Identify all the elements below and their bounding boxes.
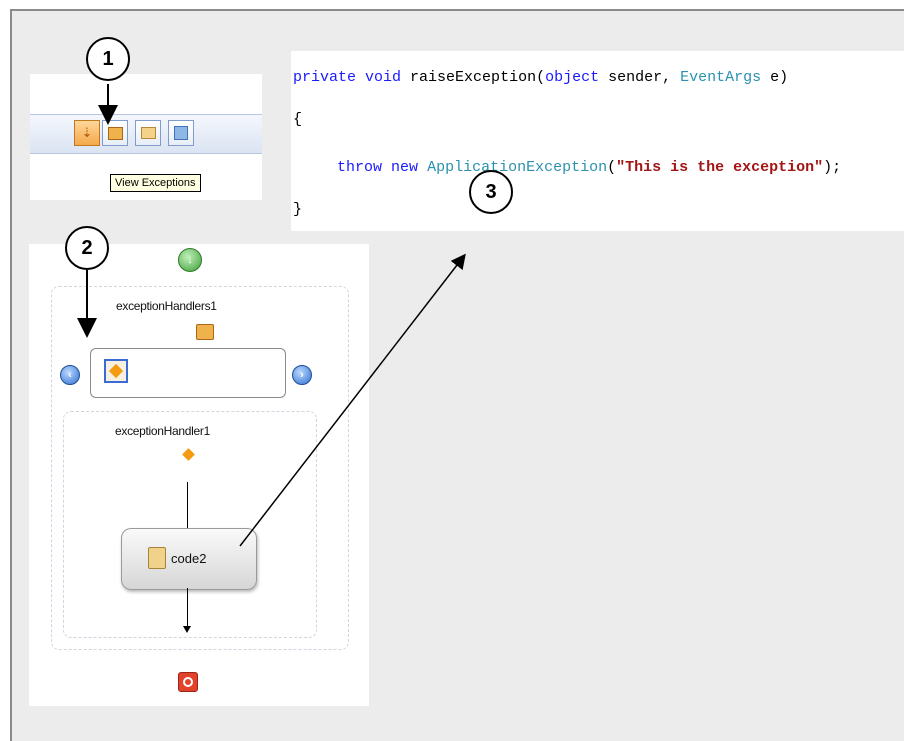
view-workflow-button[interactable]: ⇣ [74, 120, 100, 146]
view-fault-handlers-button[interactable] [168, 120, 194, 146]
start-icon: ↓ [178, 248, 202, 272]
exception-handlers-label: exceptionHandlers1 [116, 299, 217, 313]
code-activity-label: code2 [171, 551, 207, 566]
workflow-designer: ↓ exceptionHandlers1 ‹ › exceptionHandle… [29, 244, 369, 706]
code-token: ( [607, 159, 617, 176]
exception-handler-label: exceptionHandler1 [115, 424, 210, 438]
exception-handler-group[interactable]: exceptionHandler1 [63, 411, 317, 638]
code-token: ApplicationException [427, 159, 608, 176]
code-token: private [293, 69, 357, 86]
code-line-throw: throw new ApplicationException("This is … [337, 159, 841, 176]
fault-handlers-icon [174, 126, 188, 140]
code-token: e) [761, 69, 789, 86]
code-token: throw [337, 159, 383, 176]
selected-handler-item[interactable] [104, 359, 128, 383]
code-token: object [545, 69, 600, 86]
code-token: void [365, 69, 402, 86]
cancel-handler-icon [140, 127, 156, 139]
connector-line [187, 482, 188, 528]
callout-3: 3 [469, 170, 513, 214]
exceptions-icon [107, 126, 123, 140]
code-activity-icon [148, 547, 166, 569]
code-line-close-brace: } [293, 201, 303, 218]
code-token: EventArgs [680, 69, 762, 86]
callout-2: 2 [65, 226, 109, 270]
code-token: ); [823, 159, 842, 176]
callout-1: 1 [86, 37, 130, 81]
exception-handlers-icon [196, 324, 214, 340]
stop-icon [178, 672, 198, 692]
scroll-left-icon[interactable]: ‹ [60, 365, 80, 385]
view-cancel-handler-button[interactable] [135, 120, 161, 146]
code-token: new [391, 159, 419, 176]
code-panel: private void raiseException(object sende… [291, 51, 904, 231]
code-token: "This is the exception" [616, 159, 824, 176]
code-line-signature: private void raiseException(object sende… [293, 69, 788, 86]
connector-line [187, 588, 188, 628]
view-toolbar-panel: ⇣ View Exceptions [30, 74, 262, 200]
callout-3-arrow [239, 253, 466, 547]
handler-selector[interactable] [90, 348, 286, 398]
code-token: raiseException( [401, 69, 546, 86]
exception-handlers-group[interactable]: exceptionHandlers1 [51, 286, 349, 650]
workflow-icon: ⇣ [81, 125, 93, 140]
code-activity[interactable]: code2 [121, 528, 257, 590]
scroll-right-icon[interactable]: › [292, 365, 312, 385]
code-line-open-brace: { [293, 111, 303, 128]
code-token: sender, [599, 69, 681, 86]
tooltip-view-exceptions: View Exceptions [110, 174, 201, 192]
arrow-down-icon [183, 626, 191, 633]
